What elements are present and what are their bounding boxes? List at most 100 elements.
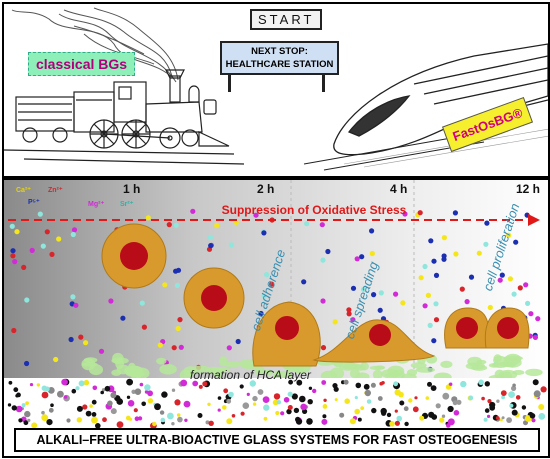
ion-dot — [71, 227, 78, 233]
ion-dot — [350, 285, 357, 291]
substrate-dot — [71, 388, 77, 394]
ion-dot — [422, 303, 428, 309]
ion-dot — [73, 302, 79, 308]
classical-bg-label: classical BGs — [28, 52, 136, 76]
ion-dot — [319, 222, 325, 228]
substrate-dot — [205, 420, 210, 425]
ion-dot — [433, 301, 439, 307]
ion-dot — [141, 324, 147, 330]
substrate-dot — [481, 396, 485, 401]
substrate-dot — [377, 396, 383, 401]
substrate-dot — [394, 389, 401, 396]
substrate-dot — [322, 414, 327, 419]
substrate-dot — [7, 403, 12, 407]
ion-dot — [235, 338, 241, 345]
ion-dot — [428, 238, 434, 244]
ion-dot — [301, 279, 307, 285]
substrate-dot — [442, 392, 450, 400]
substrate-dot — [408, 398, 413, 403]
ion-dot — [207, 234, 213, 240]
substrate-dot — [435, 403, 441, 409]
substrate-dot — [412, 406, 419, 413]
hca-crystal — [498, 369, 518, 380]
substrate-dot — [300, 403, 307, 411]
ion-dot — [487, 304, 493, 311]
ion-dot — [24, 297, 30, 303]
substrate-dot — [360, 406, 365, 410]
ion-dot — [506, 232, 512, 238]
top-panel: START NEXT STOP: HEALTHCARE STATION clas… — [2, 2, 550, 178]
substrate-dot — [321, 380, 327, 385]
ion-dot — [346, 307, 352, 313]
substrate-dot — [89, 404, 93, 408]
time-label-12h: 12 h — [516, 182, 541, 196]
ion-dot — [9, 223, 15, 229]
ion-dot — [468, 274, 475, 280]
substrate-dot — [207, 402, 211, 406]
ion-dot — [320, 345, 327, 351]
substrate-dot — [306, 418, 313, 425]
substrate-dot — [257, 389, 264, 395]
substrate-dot — [118, 422, 123, 427]
substrate-dot — [273, 393, 281, 400]
ion-dot — [253, 212, 259, 218]
hca-crystal — [505, 361, 517, 368]
hca-crystal — [343, 363, 363, 370]
substrate-dot — [343, 379, 349, 385]
substrate-dot — [419, 415, 425, 421]
substrate-dot — [280, 411, 285, 416]
ion-mg-label: Mg²⁺ — [88, 201, 105, 208]
substrate-dot — [147, 390, 154, 397]
ion-dot — [513, 239, 519, 245]
substrate-dot — [512, 383, 516, 388]
substrate-dot — [144, 390, 149, 394]
substrate-dot — [126, 395, 131, 399]
time-label-4h: 4 h — [390, 182, 408, 196]
hca-crystal — [183, 366, 197, 377]
substrate-dot — [291, 393, 298, 400]
ion-dot — [44, 229, 50, 235]
ion-dot — [12, 259, 18, 265]
cell-spreading — [312, 319, 436, 363]
substrate-dot — [50, 403, 54, 407]
substrate-dot — [288, 379, 293, 385]
cell-1h — [101, 223, 167, 289]
trains-illustration — [4, 7, 548, 171]
substrate-dot — [176, 413, 181, 417]
substrate-dot — [228, 391, 234, 398]
ion-dot — [361, 286, 367, 292]
substrate-dot — [501, 416, 505, 420]
substrate-dot — [23, 420, 29, 426]
hca-crystal — [374, 365, 386, 370]
ion-dot — [452, 210, 458, 216]
substrate-dot — [394, 409, 398, 413]
substrate-dot — [134, 416, 140, 421]
substrate-dot — [75, 386, 80, 391]
substrate-dot — [101, 388, 106, 392]
substrate-dot — [25, 401, 29, 405]
ion-dot — [507, 276, 513, 282]
ion-dot — [208, 243, 214, 249]
hca-crystal — [223, 361, 242, 368]
ion-dot — [171, 345, 177, 351]
ion-dot — [320, 257, 326, 263]
ion-dot — [441, 253, 447, 259]
ion-dot — [320, 298, 326, 304]
ion-dot — [173, 268, 179, 274]
ion-dot — [29, 247, 35, 253]
substrate-dot — [283, 397, 290, 403]
ion-dot — [166, 222, 172, 228]
substrate-dot — [478, 379, 484, 386]
substrate-dot — [192, 380, 199, 387]
ion-dot — [346, 311, 352, 317]
substrate-dot — [66, 418, 71, 423]
substrate-dot — [263, 404, 270, 411]
substrate-dot — [91, 416, 98, 424]
substrate-dot — [363, 383, 370, 390]
substrate-dot — [430, 385, 437, 391]
ion-dot — [37, 211, 43, 217]
substrate-dot — [8, 380, 13, 385]
ion-zn-label: Zn²⁺ — [48, 187, 63, 194]
ion-dot — [459, 286, 465, 292]
ion-dot — [233, 219, 239, 225]
